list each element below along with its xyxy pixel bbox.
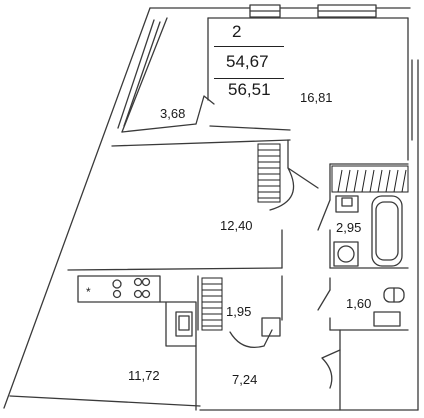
closet-door xyxy=(229,329,273,349)
room-area-hallway: 7,24 xyxy=(232,372,258,387)
header-divider-1 xyxy=(214,46,284,48)
wc-door xyxy=(317,289,331,311)
balcony-glass-line-2 xyxy=(123,21,161,127)
header-divider-2 xyxy=(214,78,284,80)
kitchen-counter-side xyxy=(159,301,197,347)
radiator-icon xyxy=(257,143,281,203)
bathroom-radiator-icon xyxy=(331,165,409,193)
closet-inner xyxy=(261,317,281,337)
outer-wall-left-inner xyxy=(121,17,168,133)
bathtub-icon xyxy=(371,195,403,267)
kitchen-top-wall xyxy=(67,267,283,271)
outer-wall-left xyxy=(3,7,151,409)
stove-icon xyxy=(112,277,151,299)
sink-icon xyxy=(335,195,359,213)
wc-sink-icon xyxy=(373,311,401,327)
balcony-door xyxy=(195,95,215,125)
room-area-living: 16,81 xyxy=(300,90,333,105)
room-count: 2 xyxy=(232,22,242,41)
balcony-bottom-wall xyxy=(121,123,197,133)
living-area-value: 54,67 xyxy=(226,52,269,71)
washer-icon xyxy=(333,241,359,267)
bottom-wall-inner xyxy=(9,395,201,407)
living-bedroom-wall-2 xyxy=(209,125,291,131)
room-area-wc: 1,60 xyxy=(346,296,372,311)
total-area-value: 56,51 xyxy=(228,80,271,99)
room-area-closet: 1,95 xyxy=(226,304,252,319)
hallway-right-door xyxy=(321,349,341,389)
room-area-bedroom: 12,40 xyxy=(220,218,253,233)
bathroom-door xyxy=(317,199,331,231)
living-bedroom-wall xyxy=(111,139,291,147)
kitchen-sink-icon xyxy=(175,311,193,337)
balcony-glass-line xyxy=(117,19,155,129)
room-area-kitchen: 11,72 xyxy=(128,368,160,383)
room-area-balcony: 3,68 xyxy=(160,106,186,121)
closet-radiator-icon xyxy=(201,277,223,331)
room-area-bathroom: 2,95 xyxy=(336,220,362,235)
fridge-icon: * xyxy=(86,285,91,299)
bedroom-door-swing xyxy=(269,167,319,211)
